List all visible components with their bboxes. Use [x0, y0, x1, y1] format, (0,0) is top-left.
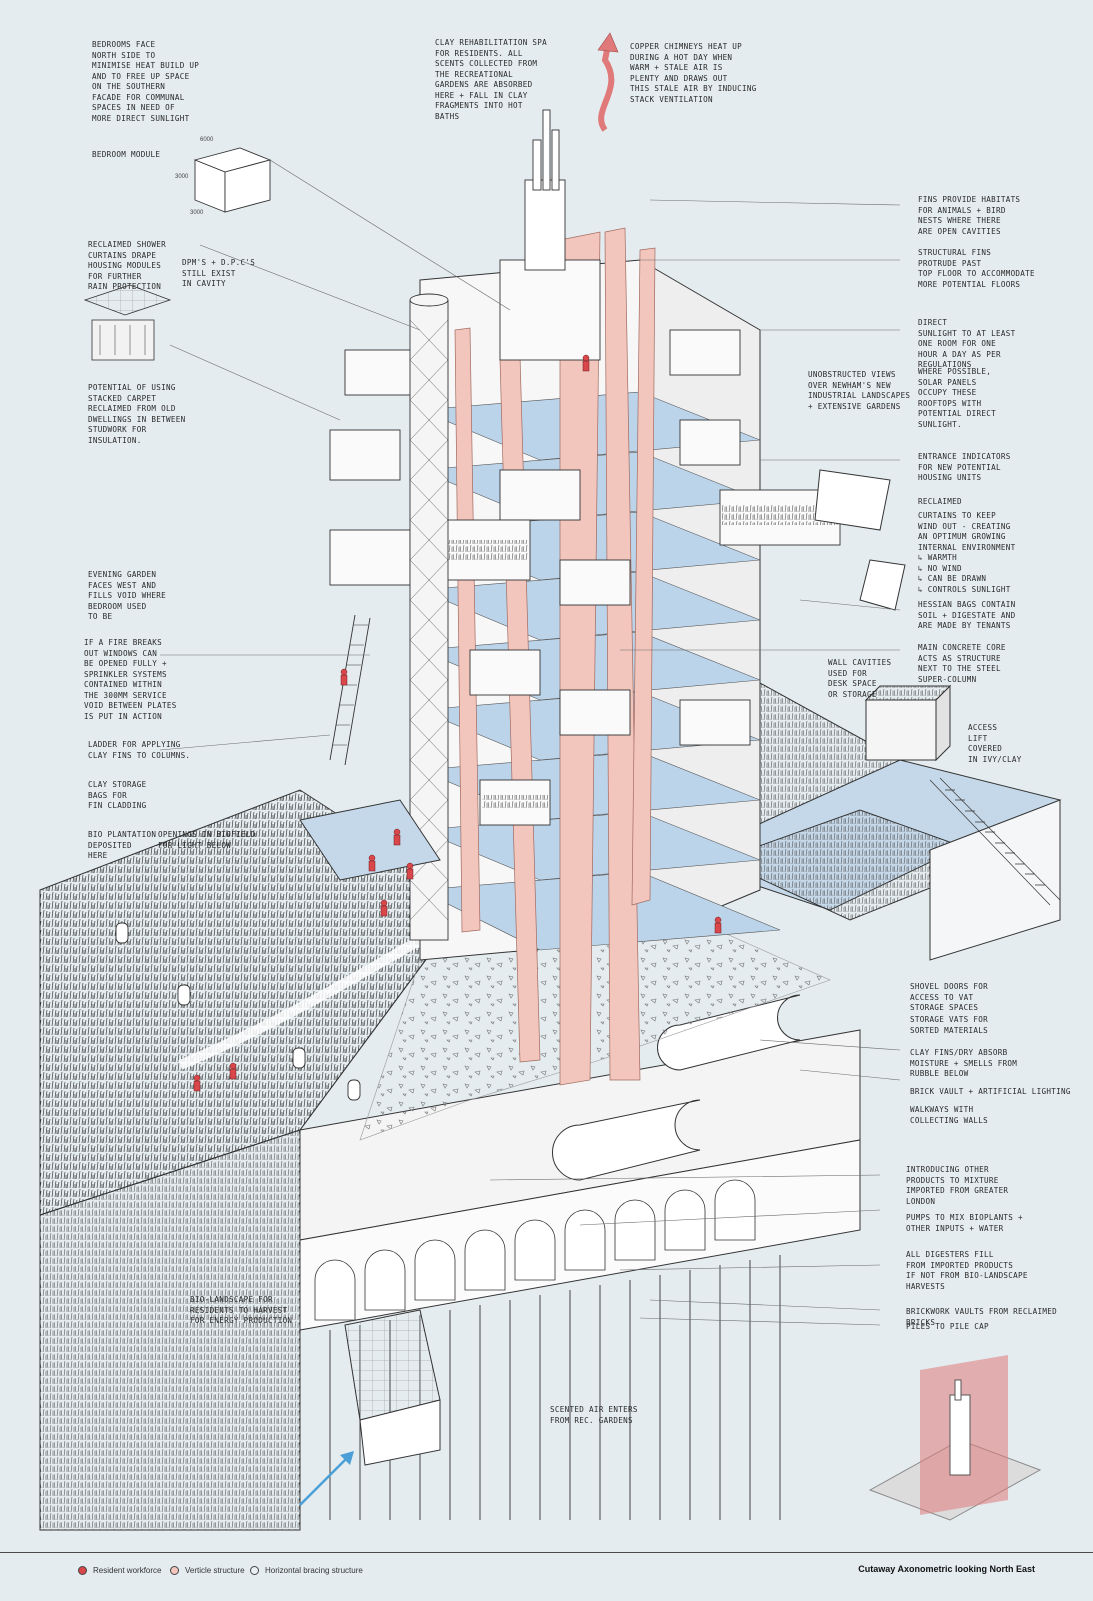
note-other-products: Introducing other products to mixture im… [906, 1165, 1009, 1206]
note-clay-storage: Clay storage bags for fin cladding [88, 780, 147, 810]
note-concrete-core: Main concrete core acts as structure nex… [918, 643, 1006, 684]
key-plan-diagram [868, 1355, 1042, 1521]
note-fire-safety: If a fire breaks out windows can be open… [84, 638, 177, 721]
tower [299, 32, 906, 1086]
note-hessian-bags: Hessian bags contain soil + digestate an… [918, 600, 1016, 630]
note-unobstructed-views: Unobstructed views over Newham's new ind… [808, 370, 911, 411]
horizontal-dot-icon [250, 1566, 259, 1575]
legend-vertical-label: Verticle structure [185, 1566, 245, 1575]
note-piles: Piles to pile cap [906, 1322, 989, 1331]
dim-depth: 3000 [175, 174, 189, 180]
note-access-lift: Access lift covered in ivy/clay [968, 723, 1022, 764]
leader-lines [159, 159, 901, 1326]
note-brickwork-vaults: Brickwork vaults from reclaimed bricks [906, 1307, 1058, 1327]
drawing-title: Cutaway Axonometric looking North East [858, 1564, 1035, 1574]
note-fin-habitats: Fins provide habitats for animals + bird… [918, 195, 1021, 236]
note-carpet-insulation: Potential of using stacked carpet reclai… [88, 383, 186, 445]
note-reclaimed-curtains: curtains to keep wind out - creating an … [918, 511, 1016, 594]
basement-vaults [299, 994, 861, 1520]
axonometric-drawing: 6000 3000 3000 [39, 32, 1062, 1531]
note-brick-vault: Brick vault + artificial lighting [910, 1087, 1071, 1096]
note-clay-spa: Clay rehabilitation spa for residents. A… [435, 38, 548, 121]
legend-resident: Resident workforce [78, 1566, 161, 1575]
note-bedrooms-north: Bedrooms face north side to minimise hea… [92, 40, 200, 123]
note-solar-panels: Where possible, solar panels occupy thes… [918, 367, 996, 429]
note-entrance-indicators: Entrance indicators for new potential ho… [918, 452, 1011, 482]
note-digesters: All digesters fill from imported product… [906, 1250, 1028, 1291]
note-scented-air: Scented air enters from rec. gardens [550, 1405, 638, 1425]
note-biofield-openings: Openings in bioField for light below [158, 830, 256, 850]
curtain-and-carpet-sketch [83, 284, 172, 361]
note-reclaimed: Reclaimed [918, 497, 962, 506]
legend-resident-label: Resident workforce [93, 1566, 162, 1575]
note-clay-fins: Clay fins/dry absorb moisture + smells f… [910, 1048, 1018, 1078]
legend-horizontal: Horizontal bracing structure [250, 1566, 363, 1575]
dim-height: 3000 [190, 210, 204, 216]
legend-horizontal-label: Horizontal bracing structure [265, 1566, 363, 1575]
note-shovel-doors: Shovel doors for access to vat storage s… [910, 982, 988, 1012]
note-structural-fins: Structural fins protrude past top floor … [918, 248, 1035, 289]
legend-bar: Resident workforce Verticle structure Ho… [0, 1552, 1093, 1601]
note-copper-chimneys: Copper chimneys heat up during a hot day… [630, 42, 757, 104]
note-bedroom-module: Bedroom module [92, 150, 161, 159]
note-walkways: Walkways with collecting walls [910, 1105, 988, 1125]
note-shower-curtains: Reclaimed shower curtains drape housing … [88, 240, 166, 291]
vertical-dot-icon [170, 1566, 179, 1575]
note-bio-landscape: Bio-landscape for residents to harvest f… [190, 1295, 293, 1325]
resident-figures [193, 354, 722, 1092]
bedroom-module-sketch [193, 147, 272, 213]
note-direct-sunlight: Direct sunlight to at least one room for… [918, 318, 1016, 369]
resident-dot-icon [78, 1566, 87, 1575]
note-ladder: Ladder for applying clay fins to columns… [88, 740, 191, 760]
note-storage-vats: Storage vats for sorted materials [910, 1015, 988, 1035]
note-dpm-dpc: DPM's + D.P.C's still exist in cavity [182, 258, 256, 288]
dim-width: 6000 [200, 137, 214, 143]
legend-vertical: Verticle structure [170, 1566, 245, 1575]
note-evening-garden: Evening garden faces west and fills void… [88, 570, 166, 621]
note-wall-cavities: Wall cavities used for desk space or sto… [828, 658, 892, 699]
note-bio-plantation: Bio plantation deposited here [88, 830, 157, 860]
bio-landscape-field [39, 789, 471, 1531]
note-pumps: Pumps to mix bioplants + other inputs + … [906, 1213, 1023, 1233]
